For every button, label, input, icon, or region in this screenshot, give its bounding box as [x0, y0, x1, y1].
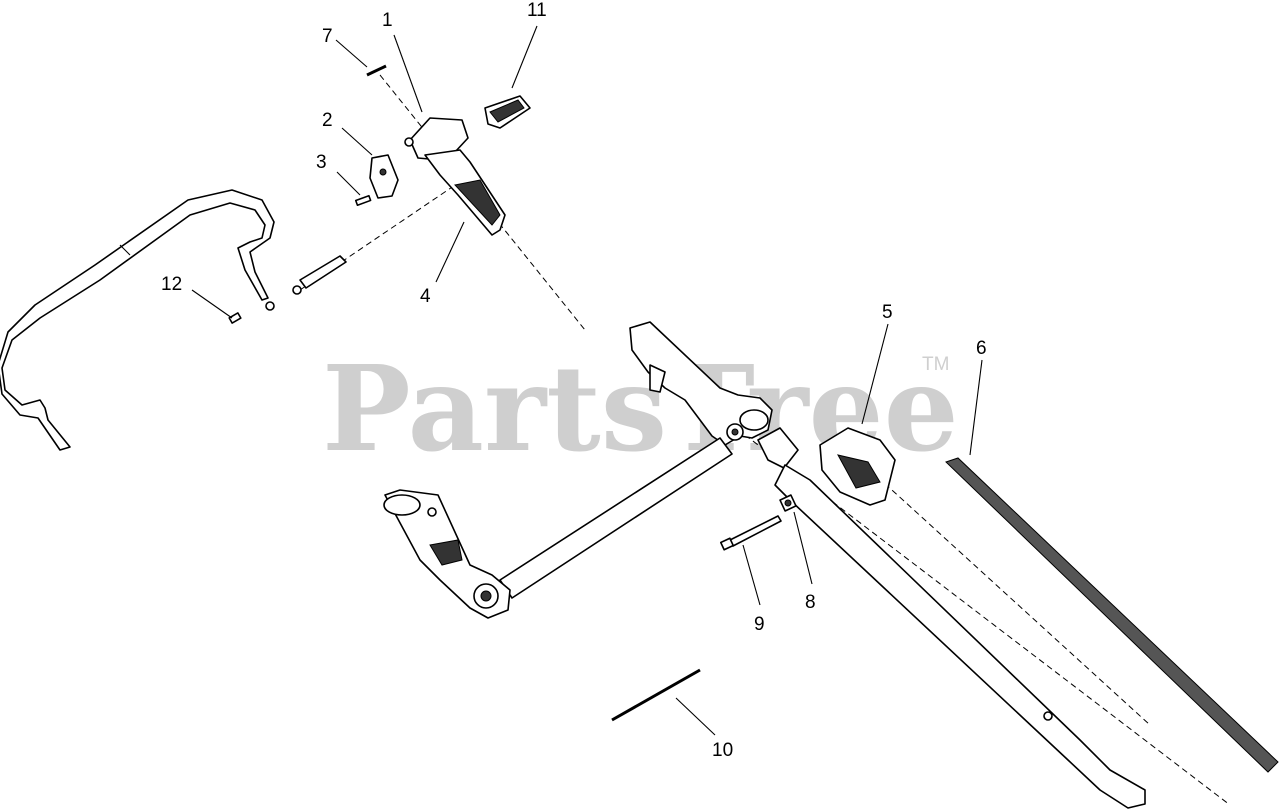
callout-4: 4 [420, 286, 431, 307]
rod-part-10 [611, 668, 701, 722]
cable-link-part [265, 255, 347, 311]
pin-part-7 [366, 64, 387, 77]
watermark-trademark: TM [922, 354, 949, 375]
bracket-part [369, 154, 399, 199]
callout-11: 11 [527, 0, 547, 21]
bail-bar-part [0, 189, 275, 451]
callout-7: 7 [322, 26, 333, 47]
upper-housing-part [404, 117, 506, 236]
callout-5: 5 [882, 302, 893, 323]
callout-1: 1 [382, 10, 393, 31]
callout-6: 6 [976, 338, 987, 359]
lower-frame-part [383, 437, 733, 619]
callout-12: 12 [161, 274, 182, 295]
lower-handle-tube [774, 464, 1146, 809]
callout-10: 10 [712, 740, 733, 761]
bolt-part-9 [719, 515, 782, 551]
tube-joint-part [629, 321, 799, 469]
screw-part-3 [354, 194, 372, 207]
clip-housing-part [819, 427, 896, 506]
nut-part-8 [779, 494, 797, 512]
callout-2: 2 [322, 110, 333, 131]
cable-part-6 [945, 457, 1279, 773]
leader-lines [191, 25, 983, 736]
grip-lever-part [484, 95, 531, 129]
callout-9: 9 [754, 614, 765, 635]
callout-3: 3 [316, 152, 327, 173]
callout-8: 8 [805, 592, 816, 613]
